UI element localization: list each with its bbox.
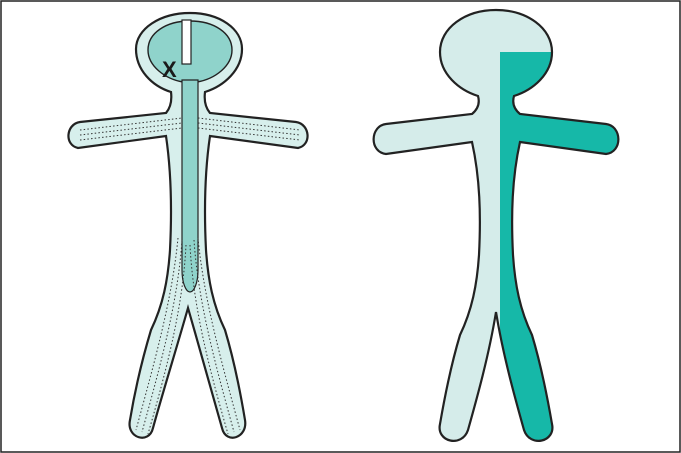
left-central-channel bbox=[182, 80, 198, 292]
left-marker-label: X bbox=[162, 57, 177, 82]
left-head-slot bbox=[182, 20, 191, 64]
